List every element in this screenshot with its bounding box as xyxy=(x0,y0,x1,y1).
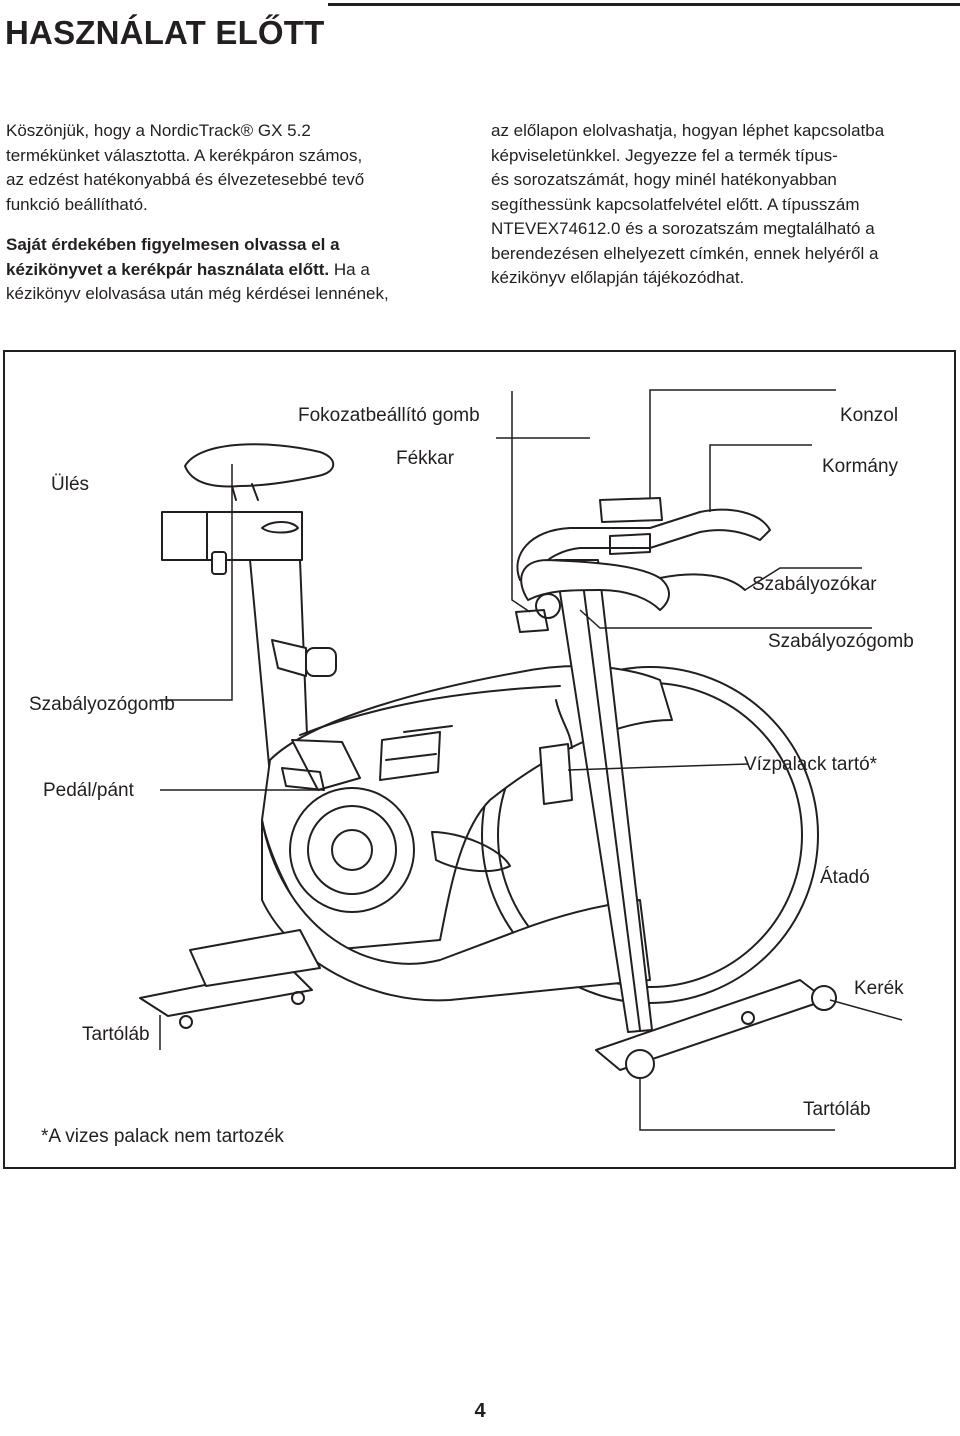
label-stabilizer-right: Tartóláb xyxy=(803,1099,871,1120)
label-adjust-knob-left: Szabályozógomb xyxy=(29,694,175,715)
label-stabilizer-left: Tartóláb xyxy=(82,1024,150,1045)
page-header: HASZNÁLAT ELŐTT xyxy=(0,0,960,60)
warning-paragraph: Saját érdekében figyelmesen olvassa el a… xyxy=(6,233,456,307)
text-line: funkció beállítható. xyxy=(6,194,148,214)
label-adjust-lever: Szabályozókar xyxy=(752,574,877,595)
contact-paragraph: az előlapon elolvashatja, hogyan léphet … xyxy=(491,119,956,291)
page-title: HASZNÁLAT ELŐTT xyxy=(5,14,325,51)
label-handlebar: Kormány xyxy=(822,456,899,477)
label-resistance-knob: Fokozatbeállító gomb xyxy=(298,405,480,426)
text-line: berendezésen elhelyezett címkén, ennek h… xyxy=(491,243,879,263)
text-line: Ha a xyxy=(329,259,370,279)
text-line: az edzést hatékonyabbá és élvezetesebbé … xyxy=(6,170,365,189)
text-line: az előlapon elolvashatja, hogyan léphet … xyxy=(491,121,885,140)
header-rule xyxy=(328,3,960,6)
label-wheel: Kerék xyxy=(854,978,904,999)
text-line: kézikönyv elolvasása után még kérdései l… xyxy=(6,284,389,303)
text-line: segíthessünk kapcsolatfelvétel előtt. A … xyxy=(491,194,860,214)
text-line: képviseletünkkel. Jegyezze fel a termék … xyxy=(491,145,838,165)
warning-bold-line: kézikönyvet a kerékpár használata előtt. xyxy=(6,259,330,279)
label-bottle-holder: Vízpalack tartó* xyxy=(744,754,878,775)
label-transmitter: Átadó xyxy=(820,867,870,888)
text-line: és sorozatszámát, hogy minél hatékonyabb… xyxy=(491,170,837,189)
warning-bold-line: Saját érdekében figyelmesen olvassa el a xyxy=(6,235,340,254)
label-console: Konzol xyxy=(840,405,899,426)
page-number: 4 xyxy=(474,1400,486,1422)
label-pedal: Pedál/pánt xyxy=(43,780,134,801)
label-seat: Ülés xyxy=(51,474,90,495)
thanks-paragraph: Köszönjük, hogy a NordicTrack® GX 5.2 te… xyxy=(6,119,456,217)
label-adjust-knob-right: Szabályozógomb xyxy=(768,631,914,652)
label-brake: Fékkar xyxy=(396,448,455,469)
intro-right-column: az előlapon elolvashatja, hogyan léphet … xyxy=(491,119,956,291)
intro-left-column: Köszönjük, hogy a NordicTrack® GX 5.2 te… xyxy=(6,119,456,307)
text-line: termékünket választotta. A kerékpáron sz… xyxy=(6,145,363,165)
text-line: Köszönjük, hogy a NordicTrack® GX 5.2 xyxy=(6,121,311,140)
text-line: kézikönyv előlapján tájékozódhat. xyxy=(491,268,745,287)
bike-diagram-frame xyxy=(3,350,956,1169)
footnote: *A vizes palack nem tartozék xyxy=(41,1126,284,1147)
text-line: NTEVEX74612.0 és a sorozatszám megtalálh… xyxy=(491,219,875,238)
